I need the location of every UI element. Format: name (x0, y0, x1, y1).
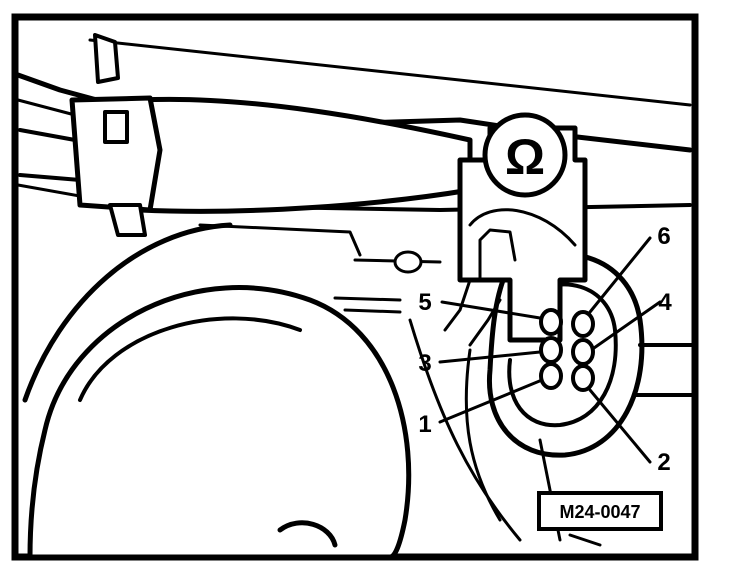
leader-2 (588, 388, 652, 464)
reference-code-box (537, 491, 663, 531)
leader-6 (588, 236, 652, 314)
leader-5 (440, 300, 542, 320)
pin-label-1: 1 (418, 411, 431, 438)
pin-label-5: 5 (418, 289, 431, 316)
pin-labels: 5 3 1 6 4 2 (418, 223, 672, 476)
socket-4 (571, 338, 595, 366)
leader-1 (438, 378, 544, 424)
clamp-tab (108, 203, 147, 237)
bolt-head (393, 250, 423, 274)
socket-2 (571, 364, 595, 392)
ohm-symbol: Ω (505, 129, 545, 185)
leader-lines (438, 236, 662, 464)
pin-sockets (539, 308, 595, 392)
sensor-housing (22, 222, 522, 560)
pin-label-3: 3 (418, 350, 431, 377)
ohm-meter-circle (482, 112, 568, 198)
leader-3 (438, 350, 542, 364)
socket-1 (539, 362, 563, 390)
socket-6 (571, 310, 595, 338)
intake-hose (18, 33, 473, 237)
reference-code: M24-0047 (559, 502, 640, 522)
pin-label-6: 6 (657, 223, 670, 250)
leader-4 (592, 300, 662, 350)
ohmmeter-probe: Ω (443, 112, 588, 347)
socket-3 (539, 336, 563, 364)
pin-label-2: 2 (657, 449, 670, 476)
socket-5 (539, 308, 563, 336)
pin-label-4: 4 (658, 289, 672, 316)
clamp-screw (93, 33, 120, 84)
hose-clamp (69, 95, 163, 213)
clamp-slot (103, 110, 129, 144)
